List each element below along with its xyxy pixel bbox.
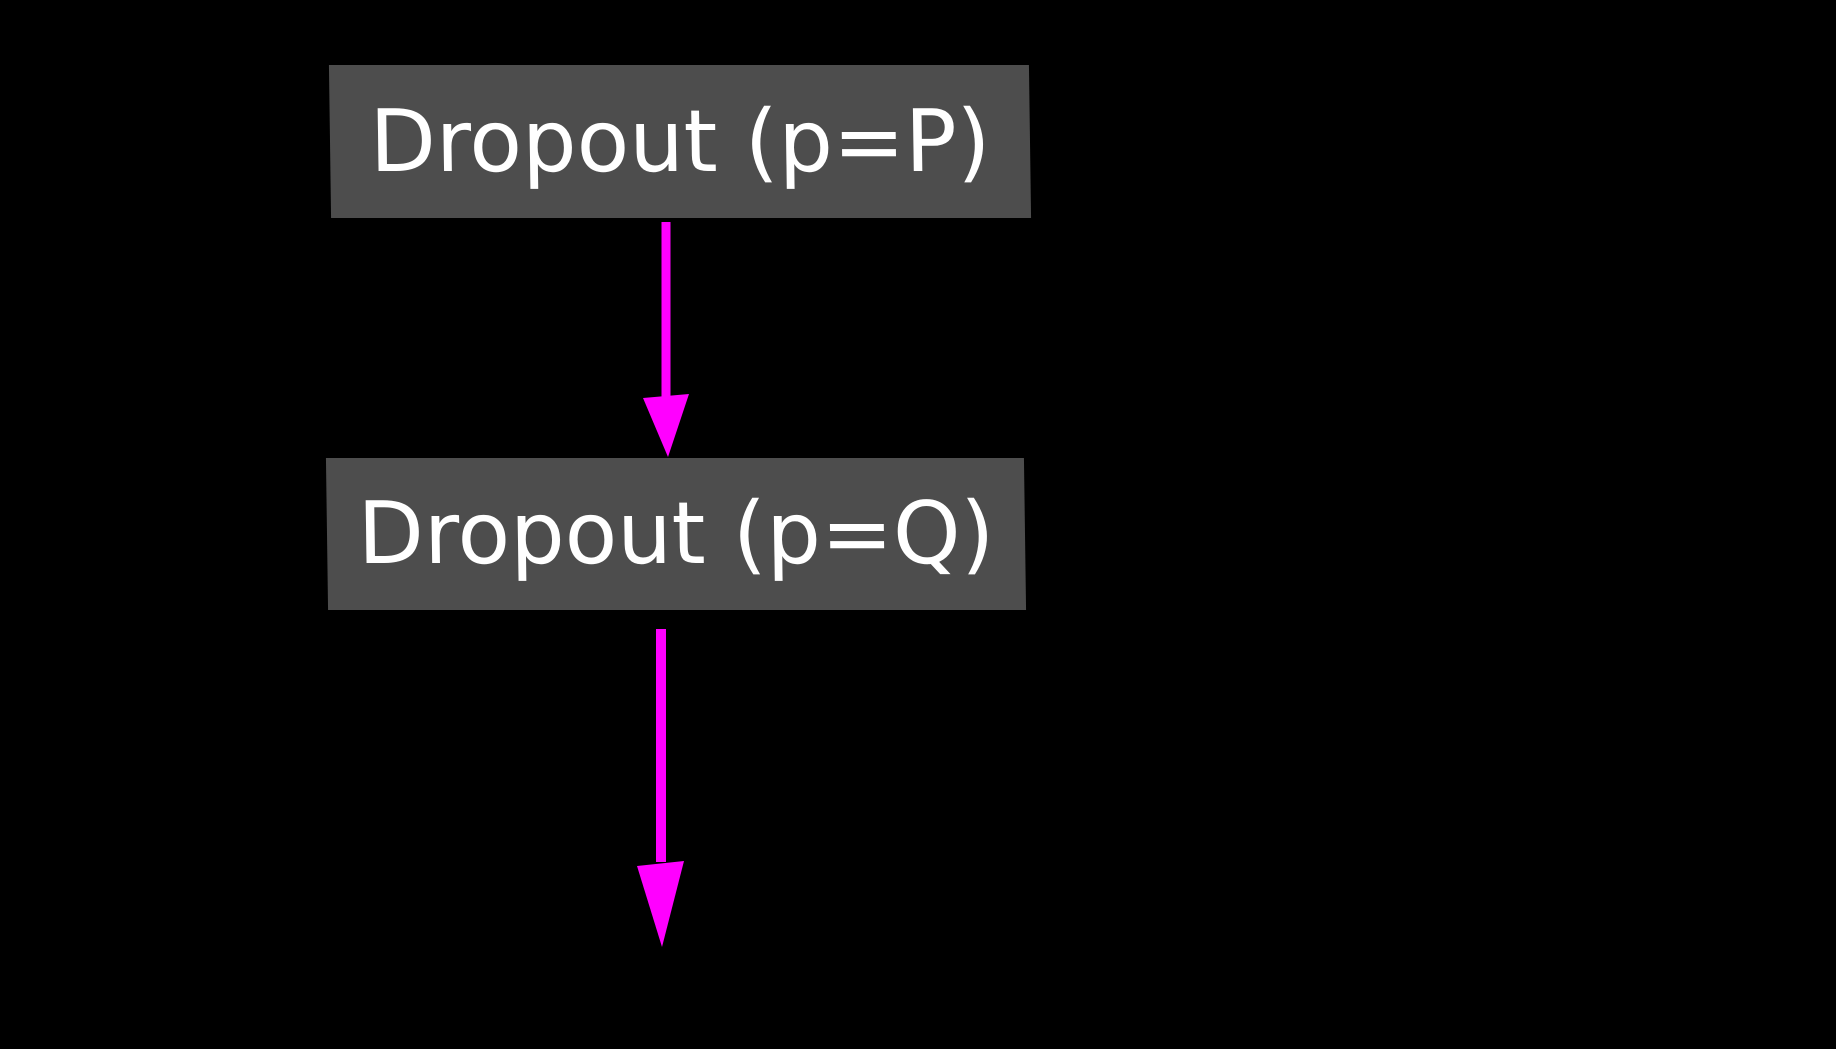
edge-dropout-p-to-dropout-q <box>643 222 689 457</box>
edge-dropout-q-to-offscreen <box>637 629 684 947</box>
arrow-down-icon <box>637 861 684 947</box>
arrow-down-icon <box>643 394 689 457</box>
node-dropout-q: Dropout (p=Q) <box>325 458 1027 610</box>
node-dropout-p-label: Dropout (p=P) <box>368 91 992 192</box>
node-dropout-p: Dropout (p=P) <box>328 65 1032 218</box>
node-dropout-q-label: Dropout (p=Q) <box>357 484 995 584</box>
